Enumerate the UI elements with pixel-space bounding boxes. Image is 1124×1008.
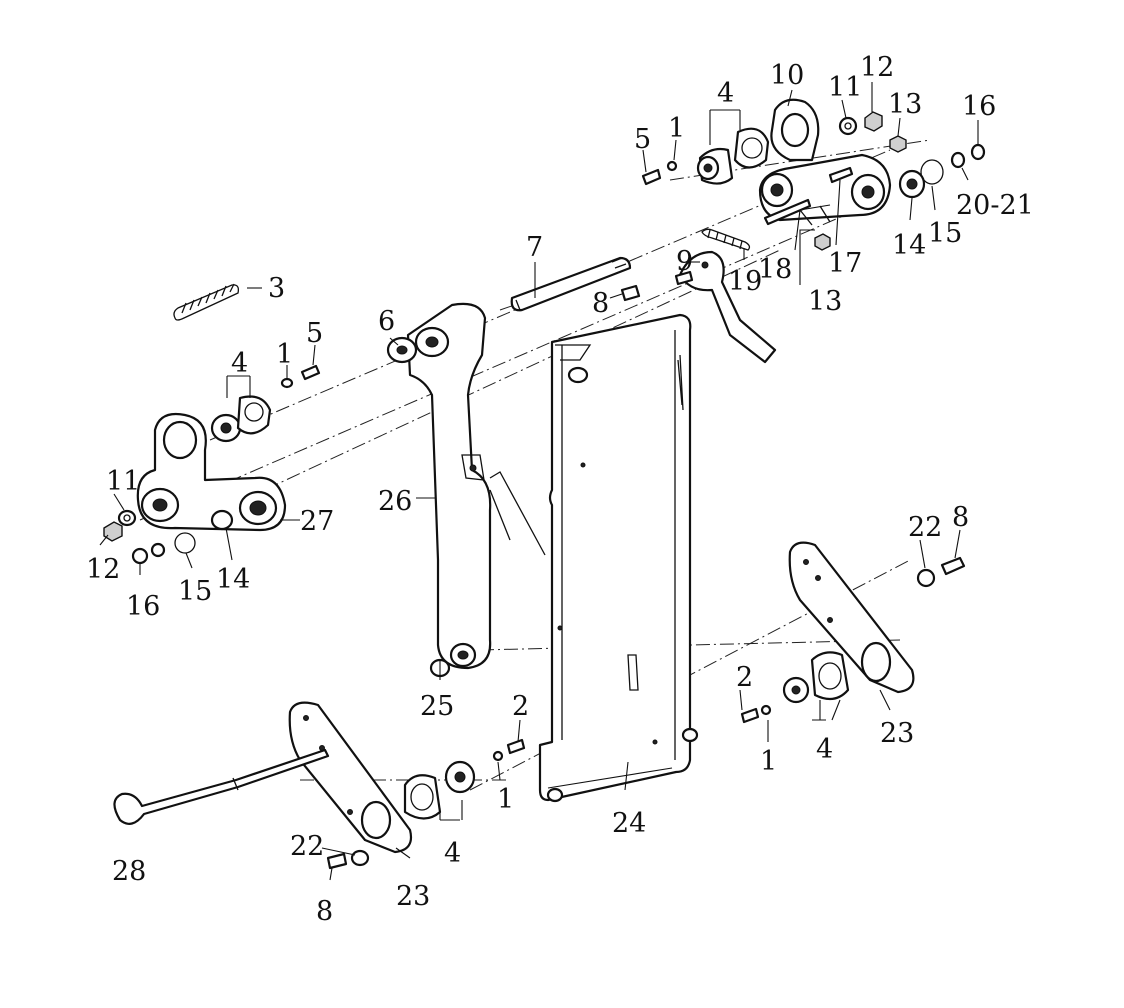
callout-12: 12 [86, 554, 120, 585]
callout-20-21: 20-21 [956, 190, 1034, 221]
callout-4: 4 [231, 348, 248, 379]
callout-labels: 3 4 1 5 6 11 12 16 15 14 27 26 7 8 9 4 1… [86, 52, 1034, 927]
leader-lines [99, 82, 979, 881]
callout-19: 19 [728, 266, 762, 297]
lever-part-9 [620, 250, 777, 364]
callout-24: 24 [612, 808, 646, 839]
callout-1: 1 [668, 113, 685, 144]
bracket-part-10 [758, 98, 892, 226]
bracket-part-23-right [788, 541, 915, 694]
callout-2: 2 [736, 662, 753, 693]
callout-25: 25 [420, 691, 454, 722]
callout-15: 15 [178, 576, 212, 607]
bushing-pair-lower-right-part-4 [740, 556, 966, 724]
callout-1: 1 [276, 339, 293, 370]
callout-26: 26 [378, 486, 412, 517]
callout-22: 22 [290, 831, 324, 862]
callout-2: 2 [512, 691, 529, 722]
callout-8: 8 [592, 288, 609, 319]
callout-18: 18 [758, 254, 792, 285]
callout-14: 14 [216, 564, 250, 595]
callout-13: 13 [808, 286, 842, 317]
callout-1: 1 [760, 746, 777, 777]
callout-1: 1 [497, 784, 514, 815]
bushing-pair-right-part-4 [641, 127, 770, 186]
callout-4: 4 [444, 838, 461, 869]
rod-part-28 [113, 748, 330, 825]
bushing-pair-left-part-4 [210, 364, 321, 443]
callout-5: 5 [306, 318, 323, 349]
callout-16: 16 [126, 591, 160, 622]
callout-8: 8 [316, 896, 333, 927]
callout-4: 4 [816, 734, 833, 765]
bracket-part-23-left [288, 701, 413, 854]
callout-8: 8 [952, 502, 969, 533]
callout-27: 27 [300, 506, 334, 537]
small-fasteners-right [701, 111, 986, 251]
small-fasteners-left [103, 509, 196, 565]
callout-4: 4 [717, 78, 734, 109]
callout-22: 22 [908, 512, 942, 543]
callout-28: 28 [112, 856, 146, 887]
callout-3: 3 [268, 273, 285, 304]
callout-12: 12 [860, 52, 894, 83]
callout-5: 5 [634, 124, 651, 155]
callout-23: 23 [880, 718, 914, 749]
shaft-part-7 [510, 256, 632, 312]
bracket-part-27 [136, 412, 287, 532]
callout-7: 7 [526, 232, 543, 263]
callout-6: 6 [378, 306, 395, 337]
callout-17: 17 [828, 248, 862, 279]
lever-arm-part-26 [386, 302, 546, 678]
bushing-pair-lower-left-part-4 [326, 738, 526, 870]
callout-11: 11 [106, 466, 140, 497]
callout-11: 11 [828, 72, 862, 103]
callout-14: 14 [892, 230, 926, 261]
callout-15: 15 [928, 218, 962, 249]
callout-9: 9 [676, 246, 693, 277]
callout-16: 16 [962, 91, 996, 122]
callout-13: 13 [888, 89, 922, 120]
callout-23: 23 [396, 881, 430, 912]
spring-part-3 [173, 283, 240, 321]
main-plate-part-24 [538, 313, 699, 803]
callout-10: 10 [770, 60, 804, 91]
